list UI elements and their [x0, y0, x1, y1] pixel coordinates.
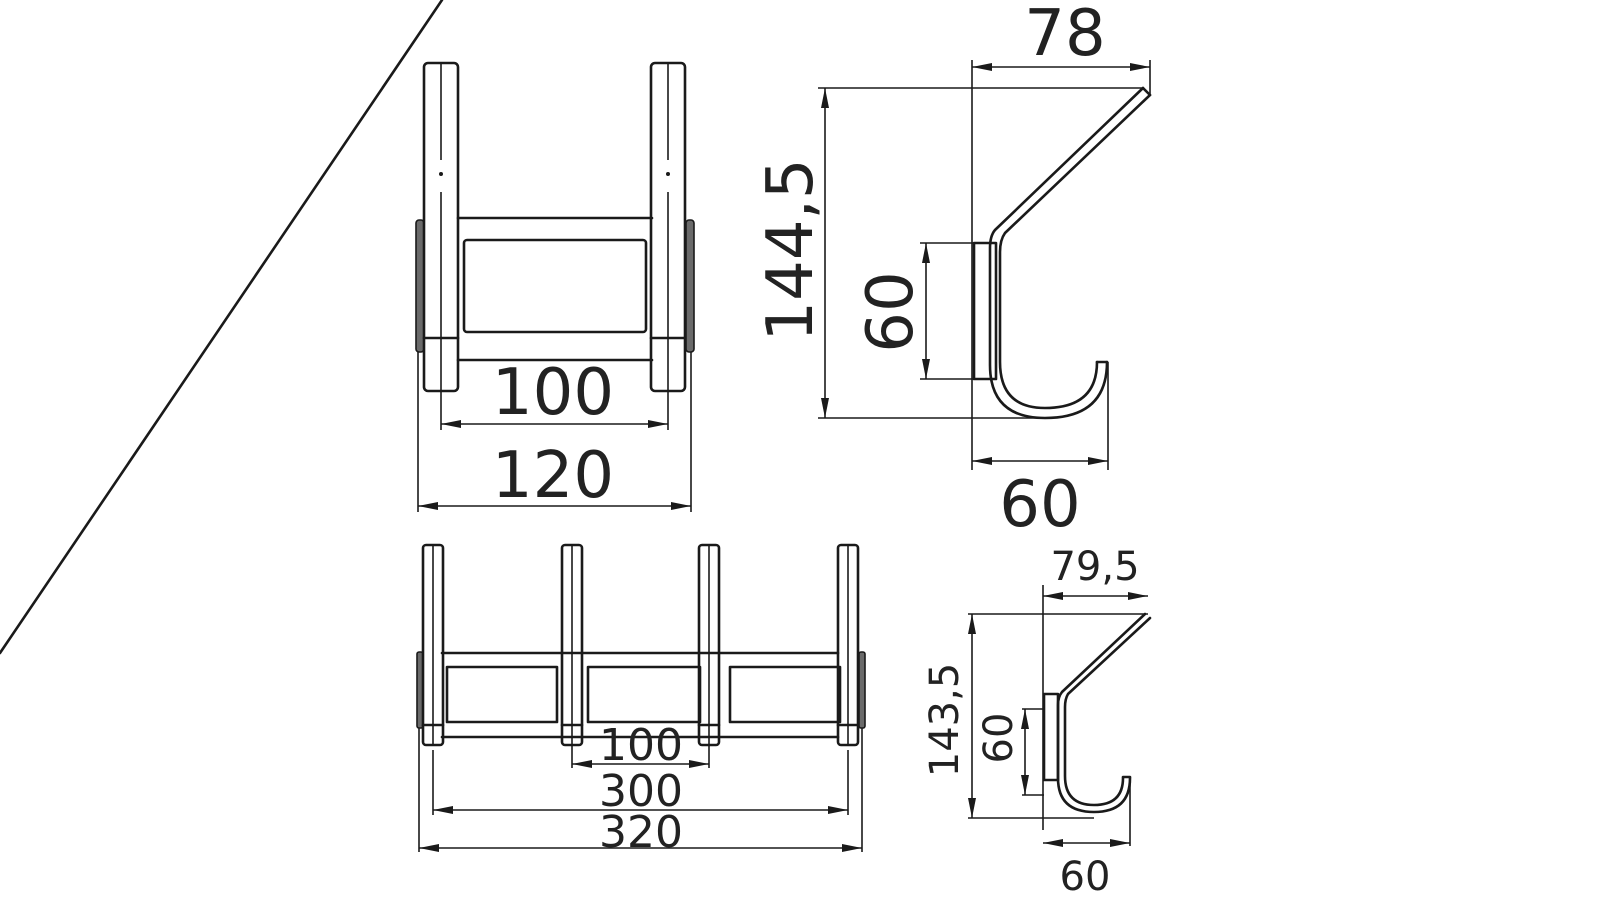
rail-window-2	[586, 665, 702, 724]
quad-hook-side-view	[968, 585, 1152, 847]
dim-height: 144,5	[754, 158, 828, 341]
hook-arm-3	[697, 543, 721, 747]
hook-arm-2	[560, 543, 584, 747]
hook-arm-4	[836, 543, 860, 747]
dim-hook-spacing: 100	[492, 356, 614, 430]
dim-overall-width: 120	[492, 439, 614, 513]
rail-window	[462, 238, 648, 334]
dim-quad-height: 143,5	[922, 663, 968, 778]
rail-window-1	[445, 665, 559, 724]
quad-hook-front-view	[0, 0, 866, 852]
double-hook-side-view	[818, 60, 1152, 470]
hook-arm-1	[421, 543, 445, 747]
dim-quad-plate-height: 60	[976, 713, 1022, 764]
dim-depth-bottom: 60	[999, 468, 1080, 542]
dim-quad-depth-bottom: 60	[1060, 854, 1111, 900]
dim-quad-outer-spacing: 300	[599, 766, 683, 817]
mounting-plate-right-edge	[685, 219, 695, 353]
rail-window-3	[728, 665, 842, 724]
wall-plate-small	[1042, 692, 1060, 782]
double-hook-front-view	[415, 61, 695, 512]
dim-quad-depth-top: 79,5	[1050, 544, 1139, 590]
dim-quad-hook-spacing: 100	[599, 720, 683, 771]
dim-quad-overall-width: 320	[599, 807, 683, 858]
dim-depth-top: 78	[1024, 0, 1105, 71]
wall-plate	[972, 241, 998, 381]
dim-plate-height: 60	[854, 271, 928, 352]
